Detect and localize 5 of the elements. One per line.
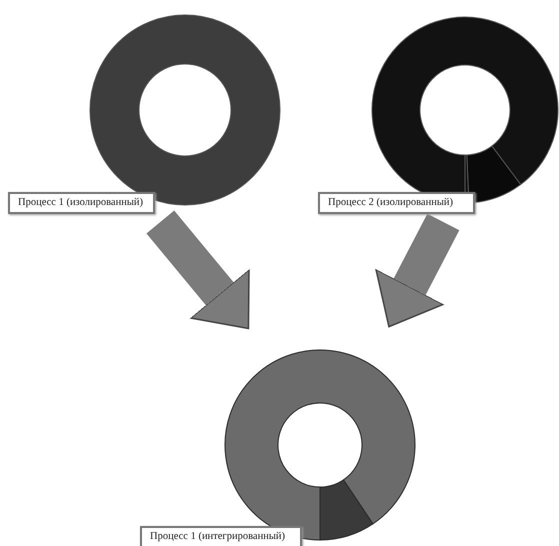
process-label: Процесс 1 (изолированный) [8,192,155,214]
process-label: Процесс 2 (изолированный) [318,192,475,214]
block-arrow [146,210,250,330]
block-arrow [375,214,460,328]
process-label: Процесс 1 (интегрированный) [140,526,302,546]
